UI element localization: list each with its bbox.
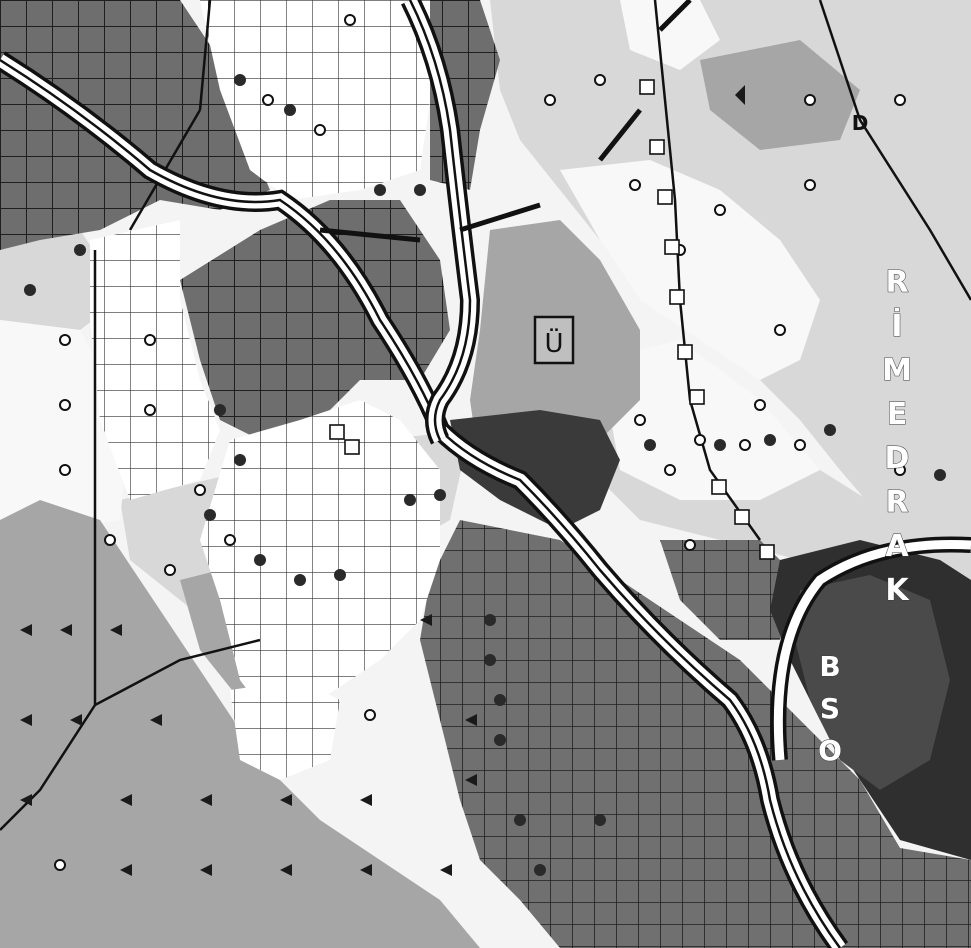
hollow-dot-markers bbox=[54, 14, 906, 871]
hollow-square-markers bbox=[329, 79, 775, 560]
district-letter-6: M bbox=[882, 353, 912, 388]
secondary-roads bbox=[319, 0, 692, 243]
district-letter-4: D bbox=[885, 441, 910, 476]
filled-dot-markers bbox=[24, 74, 946, 876]
district-letter-5: E bbox=[887, 397, 908, 432]
symbol-d: D bbox=[852, 111, 869, 135]
symbol-u-box: Ü bbox=[533, 315, 575, 365]
district-letter-2: A bbox=[885, 529, 909, 564]
zone-label-osb: O S B bbox=[818, 650, 843, 768]
district-letter-7: İ bbox=[891, 308, 902, 344]
zone-letter-3: B bbox=[819, 650, 840, 683]
district-label-kardemir: K A R D E M İ R bbox=[882, 265, 913, 609]
district-letter-8: R bbox=[885, 265, 908, 300]
symbol-d-label: D bbox=[852, 111, 869, 135]
symbol-u-label: Ü bbox=[544, 327, 563, 359]
main-highway bbox=[0, 0, 849, 948]
darkest-zones bbox=[450, 410, 971, 860]
triangle-markers bbox=[20, 85, 745, 876]
zone-letter-2: S bbox=[820, 692, 840, 725]
district-letter-1: K bbox=[885, 573, 910, 608]
zone-letter-1: O bbox=[818, 734, 842, 767]
district-letter-3: R bbox=[885, 485, 908, 520]
ring-road bbox=[770, 536, 971, 761]
